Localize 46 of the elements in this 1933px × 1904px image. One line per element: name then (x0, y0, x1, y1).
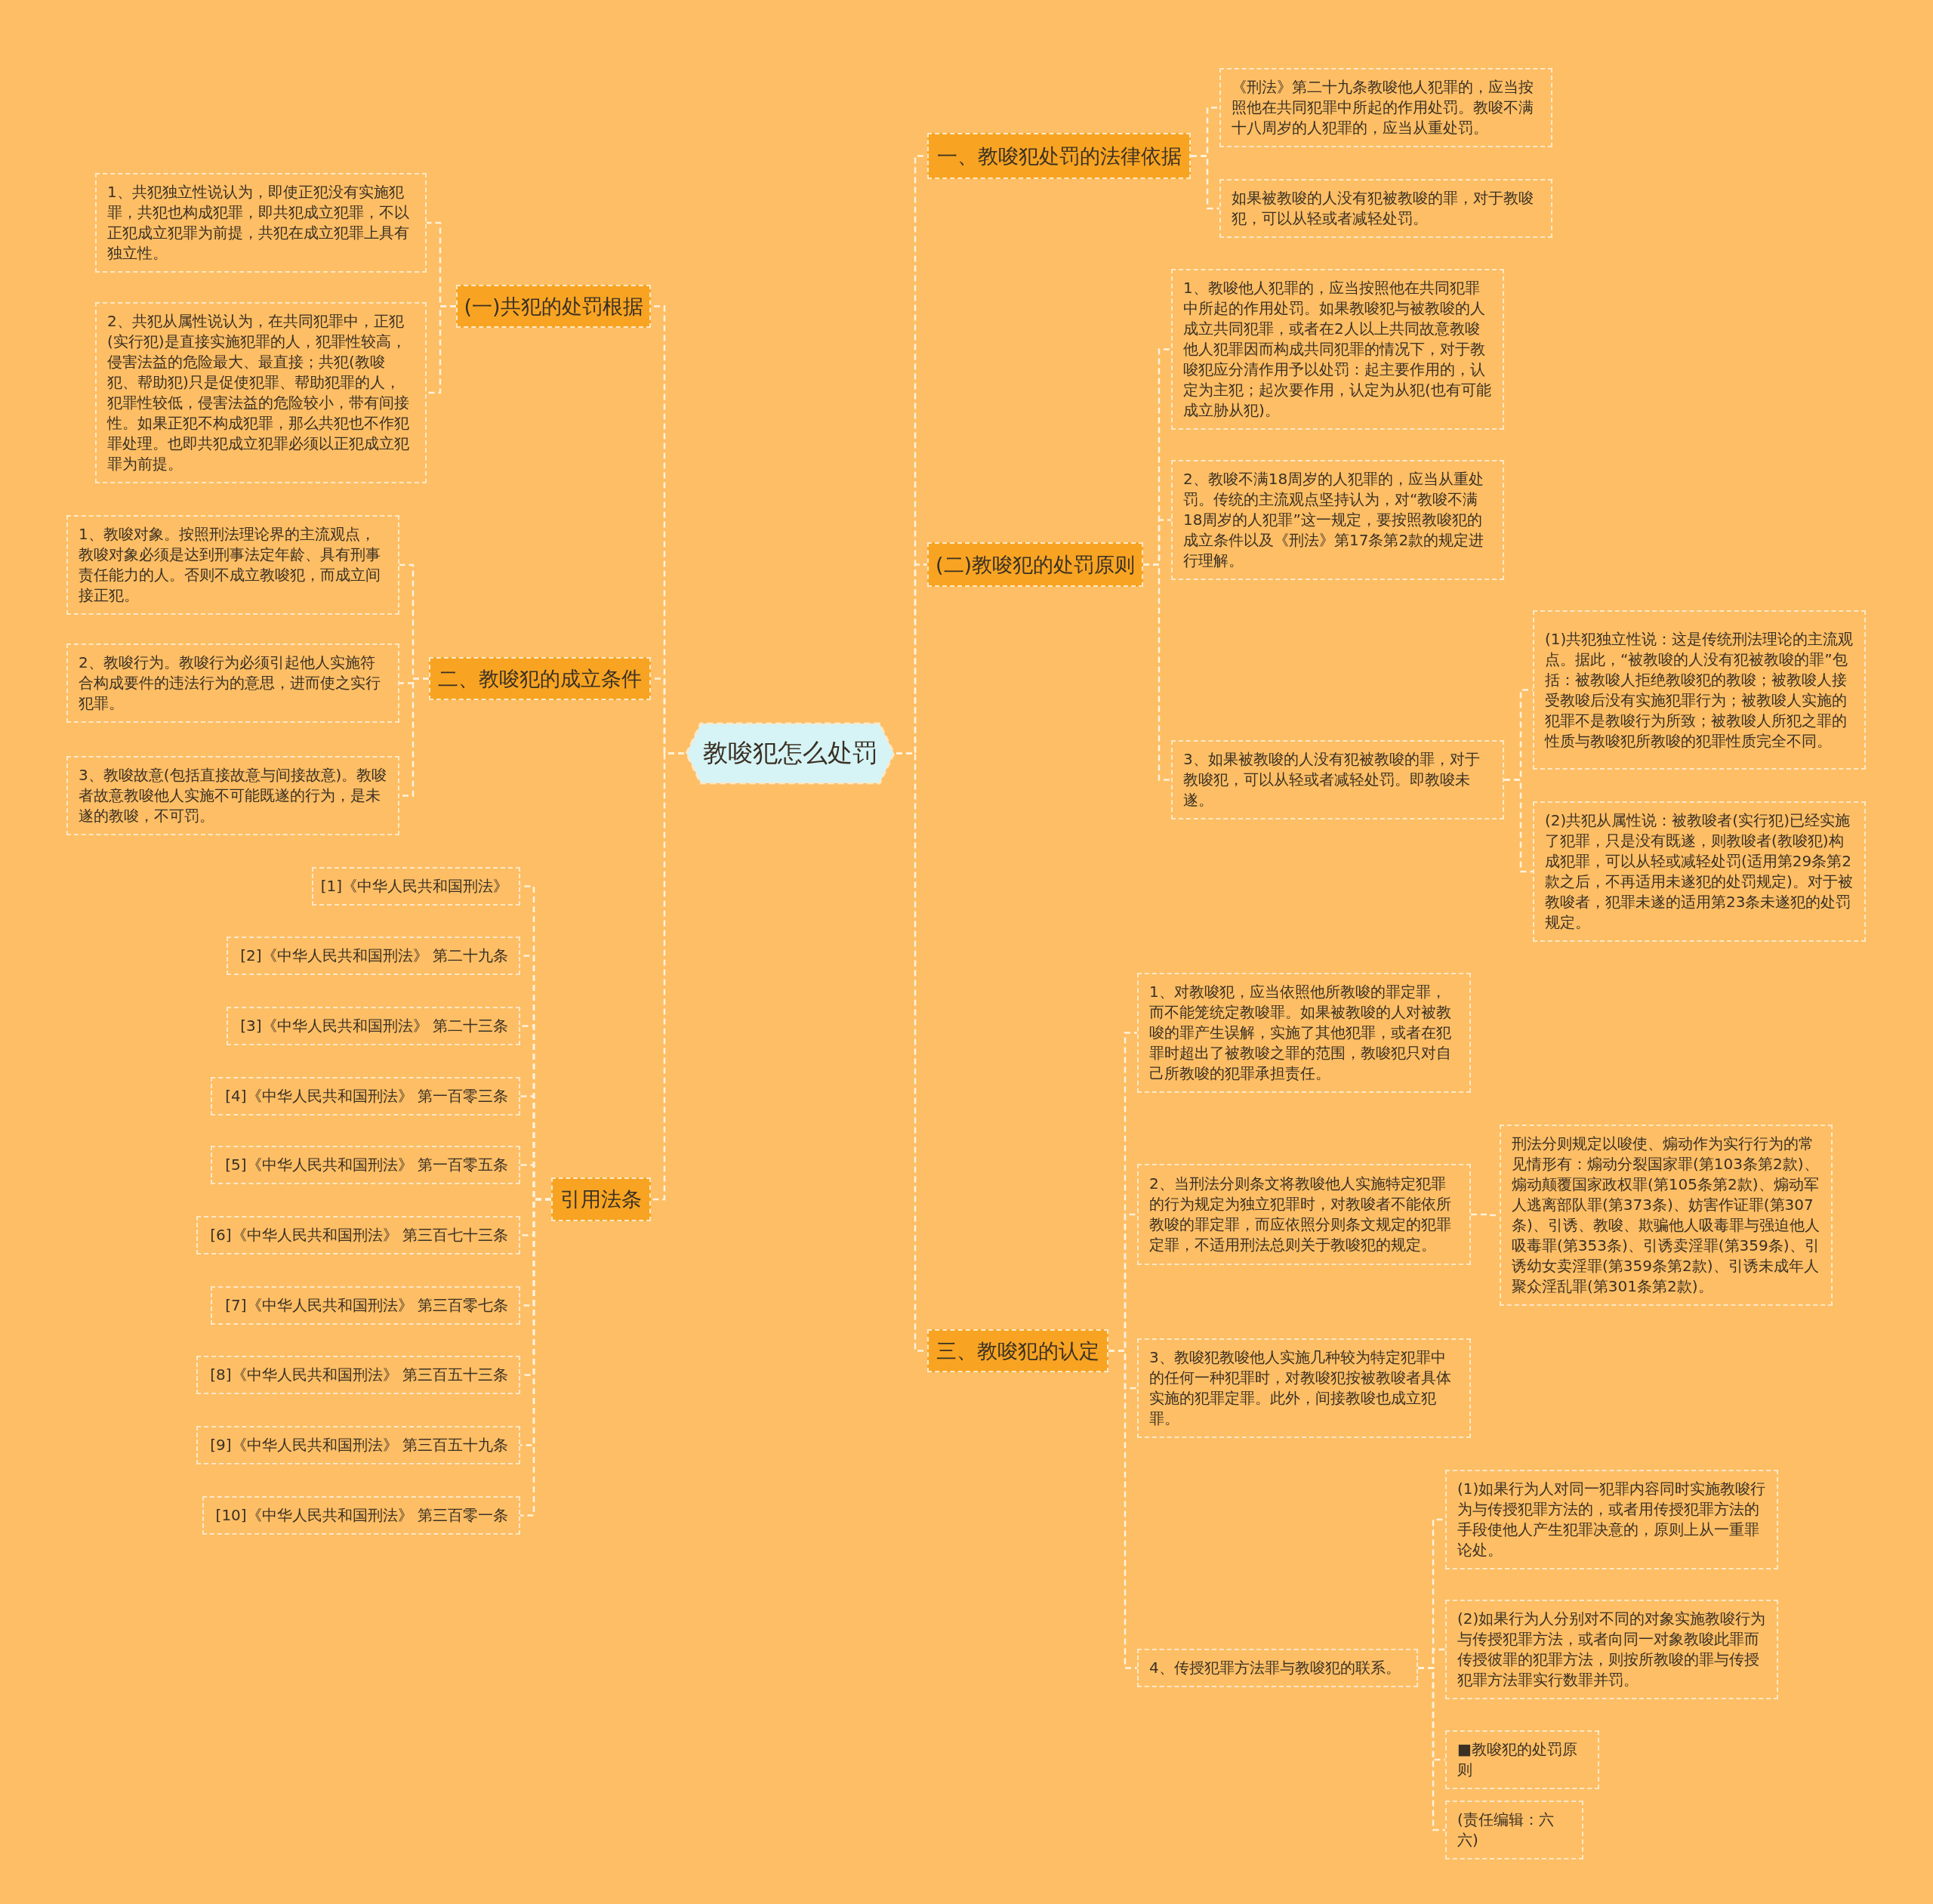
text-box: 2、教唆行为。教唆行为必须引起他人实施符合构成要件的违法行为的意思，进而使之实行犯罪。 (66, 643, 399, 723)
text-box: 3、教唆故意(包括直接故意与间接故意)。教唆者故意教唆他人实施不可能既遂的行为，是未遂的教唆，不可罚。 (66, 756, 399, 835)
connector-line (1504, 779, 1533, 873)
connector-line (1191, 155, 1219, 210)
connector-line (427, 305, 456, 394)
text-box: 1、对教唆犯，应当依照他所教唆的罪定罪，而不能笼统定教唆罪。如果被教唆的人对被教唆的罪产生误解，实施了其他犯罪，或者在犯罪时超出了被教唆之罪的范围，教唆犯只对自己所教唆的犯罪承担责任。 (1137, 973, 1471, 1093)
connector-line (1108, 1350, 1137, 1669)
text-box: 1、教唆他人犯罪的，应当按照他在共同犯罪中所起的作用处罚。如果教唆犯与被教唆的人成立共同犯罪，或者在2人以上共同故意教唆他人犯罪因而构成共同犯罪的情况下，对于教唆犯应分清作用予以处罚：起主要作用的，认定为主犯；起次要作用，认定为从犯(也有可能成立胁从犯)。 (1171, 269, 1504, 430)
text-box: (责任编辑：六六) (1445, 1801, 1583, 1859)
connector-line (520, 1198, 551, 1517)
text-box: [10]《中华人民共和国刑法》 第三百零一条 (202, 1496, 520, 1535)
text-box: 2、当刑法分则条文将教唆他人实施特定犯罪的行为规定为独立犯罪时，对教唆者不能依所教唆的罪定罪，而应依照分则条文规定的犯罪定罪，不适用刑法总则关于教唆犯的规定。 (1137, 1164, 1471, 1265)
topic-box: 二、教唆犯的成立条件 (429, 657, 651, 700)
text-box: [6]《中华人民共和国刑法》 第三百七十三条 (196, 1216, 520, 1254)
text-box: 2、共犯从属性说认为，在共同犯罪中，正犯(实行犯)是直接实施犯罪的人，犯罪性较高，侵害法益的危险最大、最直接；共犯(教唆犯、帮助犯)只是促使犯罪、帮助犯罪的人，犯罪性较低，侵害法益的危险较小，带有间接性。如果正犯不构成犯罪，那么共犯也不作犯罪处理。也即共犯成立犯罪必须以正犯成立犯罪为前提。 (95, 302, 427, 483)
text-box: 4、传授犯罪方法罪与教唆犯的联系。 (1137, 1649, 1418, 1687)
text-box: [3]《中华人民共和国刑法》 第二十三条 (227, 1007, 520, 1045)
topic-box: 三、教唆犯的认定 (927, 1329, 1108, 1372)
text-box: 《刑法》第二十九条教唆他人犯罪的，应当按照他在共同犯罪中所起的作用处罚。教唆不满十八周岁的人犯罪的，应当从重处罚。 (1219, 68, 1552, 147)
text-box: (2)如果行为人分别对不同的对象实施教唆行为与传授犯罪方法，或者向同一对象教唆此罪而传授彼罪的犯罪方法，则按所教唆的罪与传授犯罪方法罪实行数罪并罚。 (1445, 1600, 1778, 1699)
connector-line (651, 752, 684, 1201)
topic-box: (一)共犯的处罚根据 (456, 285, 651, 328)
text-box: 3、如果被教唆的人没有犯被教唆的罪，对于教唆犯，可以从轻或者减轻处罚。即教唆未遂。 (1171, 740, 1504, 819)
text-box: 1、教唆对象。按照刑法理论界的主流观点，教唆对象必须是达到刑事法定年龄、具有刑事责任能力的人。否则不成立教唆犯，而成立间接正犯。 (66, 515, 399, 615)
central-topic: 教唆犯怎么处罚 (684, 721, 896, 785)
text-box: [9]《中华人民共和国刑法》 第三百五十九条 (196, 1426, 520, 1464)
text-box: 刑法分则规定以唆使、煽动作为实行行为的常见情形有：煽动分裂国家罪(第103条第2款)、煽动颠覆国家政权罪(第105条第2款)、煽动军人逃离部队罪(第373条)、妨害作证罪(第307条)、引诱、教唆、欺骗他人吸毒罪与强迫他人吸毒罪(第353条)、引诱卖淫罪(第359条)、引诱幼女卖淫罪(第359条第2款)、引诱未成年人聚众淫乱罪(第301条第2款)。 (1500, 1125, 1833, 1306)
topic-box: (二)教唆犯的处罚原则 (927, 542, 1143, 587)
text-box: (2)共犯从属性说：被教唆者(实行犯)已经实施了犯罪，只是没有既遂，则教唆者(教唆犯)构成犯罪，可以从轻或减轻处罚(适用第29条第2款之后，不再适用未遂犯的处罚规定)。对于被教唆者，犯罪未遂的适用第23条未遂犯的处罚规定。 (1533, 801, 1866, 942)
text-box: 1、共犯独立性说认为，即使正犯没有实施犯罪，共犯也构成犯罪，即共犯成立犯罪，不以正犯成立犯罪为前提，共犯在成立犯罪上具有独立性。 (95, 173, 427, 273)
text-box: ■教唆犯的处罚原则 (1445, 1730, 1599, 1789)
text-box: 2、教唆不满18周岁的人犯罪的，应当从重处罚。传统的主流观点坚持认为，对“教唆不满18周岁的人犯罪”这一规定，要按照教唆犯的成立条件以及《刑法》第17条第2款的规定进行理解。 (1171, 460, 1504, 580)
text-box: 3、教唆犯教唆他人实施几种较为特定犯罪中的任何一种犯罪时，对教唆犯按被教唆者具体实施的犯罪定罪。此外，间接教唆也成立犯罪。 (1137, 1338, 1471, 1438)
text-box: [5]《中华人民共和国刑法》 第一百零五条 (211, 1146, 520, 1184)
topic-box: 引用法条 (551, 1177, 651, 1221)
text-box: (1)如果行为人对同一犯罪内容同时实施教唆行为与传授犯罪方法的，或者用传授犯罪方法的手段使他人产生犯罪决意的，原则上从一重罪论处。 (1445, 1470, 1778, 1569)
text-box: 如果被教唆的人没有犯被教唆的罪，对于教唆犯，可以从轻或者减轻处罚。 (1219, 179, 1552, 238)
topic-box: 一、教唆犯处罚的法律依据 (927, 133, 1191, 179)
text-box: [2]《中华人民共和国刑法》 第二十九条 (227, 937, 520, 975)
text-box: [1]《中华人民共和国刑法》 (312, 867, 520, 906)
text-box: [7]《中华人民共和国刑法》 第三百零七条 (211, 1286, 520, 1325)
text-box: [4]《中华人民共和国刑法》 第一百零三条 (211, 1077, 520, 1116)
text-box: (1)共犯独立性说：这是传统刑法理论的主流观点。据此，“被教唆的人没有犯被教唆的罪”包括：被教唆人拒绝教唆犯的教唆；被教唆人接受教唆后没有实施犯罪行为；被教唆人实施的犯罪不是教唆行为所致；被教唆人所犯之罪的性质与教唆犯所教唆的犯罪性质完全不同。 (1533, 610, 1866, 770)
text-box: [8]《中华人民共和国刑法》 第三百五十三条 (196, 1356, 520, 1394)
connector-line (1418, 1667, 1445, 1831)
connector-line (1143, 563, 1171, 781)
